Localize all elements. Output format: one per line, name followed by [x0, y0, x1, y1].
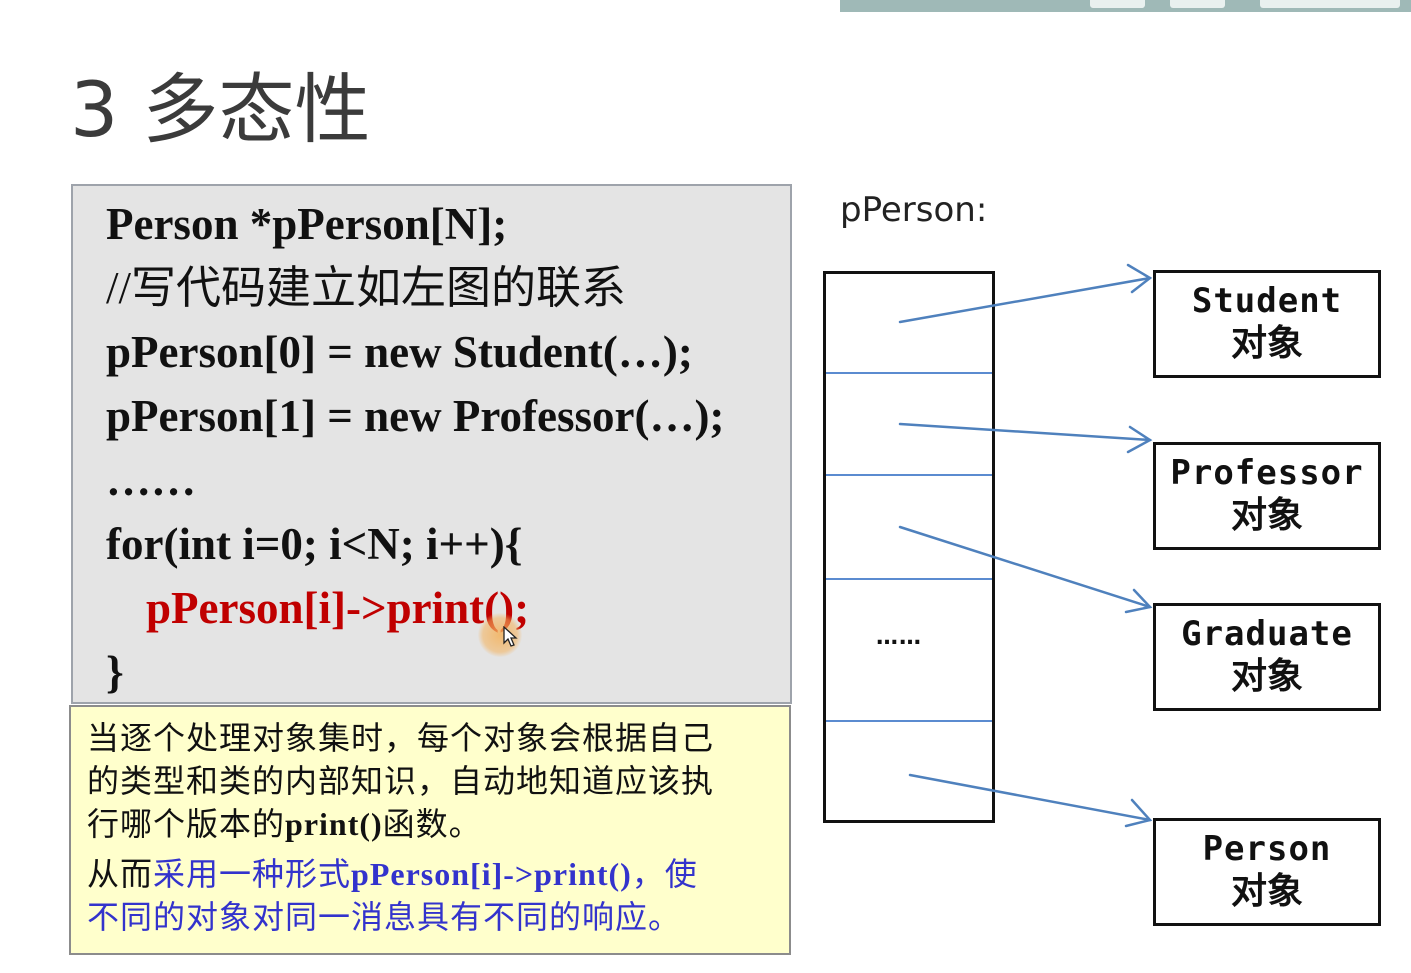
note-line-5: 不同的对象对同一消息具有不同的响应。 [87, 898, 682, 936]
object-box-person: Person 对象 [1153, 818, 1381, 926]
explanation-note: 当逐个处理对象集时，每个对象会根据自己 的类型和类的内部知识，自动地知道应该执 … [69, 705, 791, 955]
note-line-2: 的类型和类的内部知识，自动地知道应该执 [87, 762, 715, 800]
array-cell-divider [826, 578, 992, 580]
code-line-declaration: Person *pPerson[N]; [106, 199, 508, 249]
object-label: 对象 [1230, 656, 1303, 697]
note-emphasis: 采用一种形式 [153, 855, 352, 893]
strip-mark [1090, 0, 1145, 8]
code-line-professor: pPerson[1] = new Professor(…); [106, 391, 725, 441]
top-window-strip [840, 0, 1411, 12]
object-class-name: Graduate [1181, 614, 1353, 654]
note-emphasis: ，使 [631, 855, 698, 893]
arrowhead-icon [1126, 425, 1153, 454]
arrowhead-icon [1124, 588, 1153, 614]
object-box-professor: Professor 对象 [1153, 442, 1381, 550]
object-box-student: Student 对象 [1153, 270, 1381, 378]
array-cell-divider [826, 372, 992, 374]
note-text: 函数。 [382, 805, 482, 843]
note-text: 行哪个版本的 [87, 805, 286, 843]
code-panel: Person *pPerson[N]; //写代码建立如左图的联系 pPerso… [71, 184, 792, 704]
arrowhead-icon [1126, 263, 1153, 294]
arrow-to-graduate [898, 525, 1152, 609]
note-line-3: 行哪个版本的print()函数。 [87, 803, 482, 845]
array-cell-divider [826, 474, 992, 476]
arrow-to-professor [898, 422, 1152, 442]
note-line-4: 从而采用一种形式pPerson[i]->print()，使 [87, 853, 698, 895]
mouse-pointer-icon [503, 626, 518, 647]
array-label: pPerson: [840, 190, 988, 230]
array-cell-divider [826, 720, 992, 722]
object-class-name: Person [1202, 829, 1332, 869]
arrowhead-icon [1124, 798, 1153, 828]
object-class-name: Professor [1170, 453, 1364, 493]
code-line-for-loop: for(int i=0; i<N; i++){ [106, 519, 523, 569]
pointer-highlight [478, 613, 522, 657]
arrow-to-student [898, 276, 1152, 324]
object-box-graduate: Graduate 对象 [1153, 603, 1381, 711]
code-line-print-call: pPerson[i]->print(); [146, 583, 530, 633]
strip-mark [1260, 0, 1400, 8]
note-code-emphasis: pPerson[i]->print() [351, 856, 632, 892]
code-line-comment: //写代码建立如左图的联系 [106, 263, 627, 313]
arrow-to-person [908, 773, 1152, 822]
note-line-1: 当逐个处理对象集时，每个对象会根据自己 [87, 719, 715, 757]
object-class-name: Student [1191, 281, 1343, 321]
code-line-student: pPerson[0] = new Student(…); [106, 327, 693, 377]
slide-title: 3 多态性 [70, 65, 371, 154]
object-label: 对象 [1230, 495, 1303, 536]
array-ellipsis: …… [876, 625, 922, 650]
object-label: 对象 [1230, 871, 1303, 912]
code-line-close-brace: } [106, 647, 124, 697]
code-line-ellipsis: …… [106, 455, 196, 505]
note-text: 从而 [87, 855, 154, 893]
note-code-print: print() [285, 806, 383, 842]
object-label: 对象 [1230, 323, 1303, 364]
strip-mark [1170, 0, 1225, 8]
